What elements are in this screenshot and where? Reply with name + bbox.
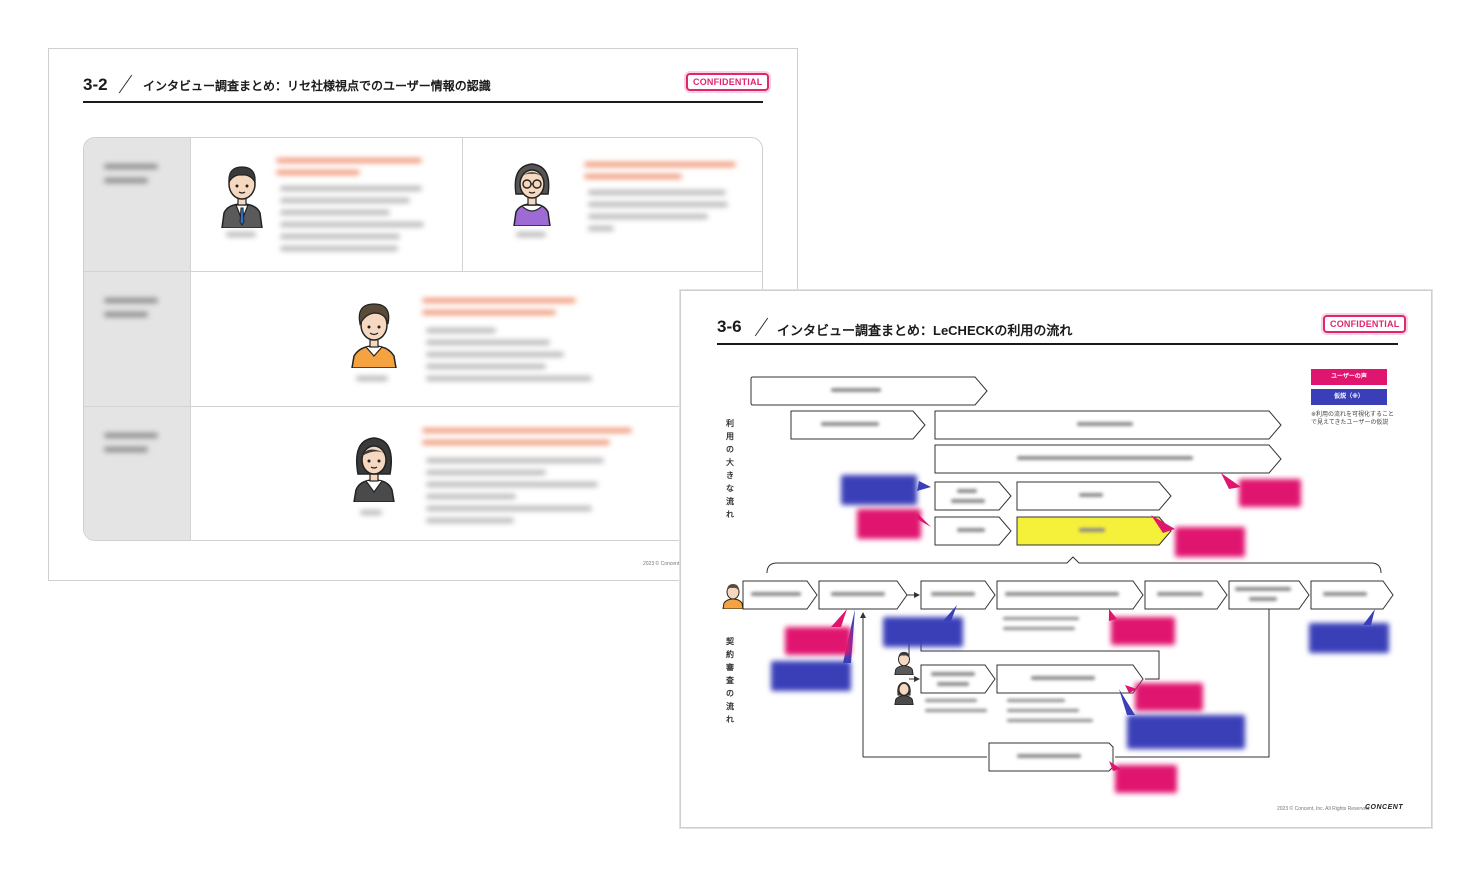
woman-avatar-icon xyxy=(353,437,395,502)
slide-3-6: 3-6 インタビュー調査まとめ：LeCHECKの利用の流れ CONFIDENTI… xyxy=(680,290,1432,828)
footer-copyright: 2023 © Concent, Inc. All Rights Reserved… xyxy=(1277,806,1371,812)
column-divider xyxy=(190,138,191,540)
hypothesis-callout xyxy=(883,617,963,647)
user-avatar-icon xyxy=(722,584,744,609)
title-separator xyxy=(118,74,133,94)
user-voice-callout xyxy=(785,627,851,655)
slide-title: インタビュー調査まとめ：リセ社様視点でのユーザー情報の認識 xyxy=(143,79,491,93)
businessman-small-icon xyxy=(894,651,914,675)
user-voice-callout xyxy=(857,509,921,539)
header-rule xyxy=(83,101,763,103)
slide-title: インタビュー調査まとめ：LeCHECKの利用の流れ xyxy=(777,323,1073,338)
businessman-avatar-icon xyxy=(221,166,263,228)
user-voice-callout xyxy=(1175,527,1245,557)
header-rule xyxy=(717,343,1398,345)
column-divider xyxy=(462,138,463,271)
hypothesis-callout xyxy=(771,661,851,691)
persona-table xyxy=(83,137,763,541)
legend-note: ※利用の流れを可視化することで見えてきたユーザーの仮説 xyxy=(1311,412,1395,426)
row-label-column xyxy=(84,138,190,540)
user-voice-callout xyxy=(1115,765,1177,793)
legend-hypothesis: 仮説（※） xyxy=(1311,389,1387,405)
user-voice-callout xyxy=(1111,617,1175,645)
young-man-avatar-icon xyxy=(351,303,397,368)
vertical-label-contract-review: 契約審査の流れ xyxy=(726,637,734,724)
woman-glasses-avatar-icon xyxy=(513,163,551,226)
legend-user-voice: ユーザーの声 xyxy=(1311,369,1387,385)
flow-step xyxy=(934,481,1012,511)
usage-flow-diagram xyxy=(742,376,1394,772)
row-divider xyxy=(84,406,762,407)
user-voice-callout xyxy=(1135,683,1203,711)
row-divider xyxy=(84,271,762,272)
slide-number: 3-2 xyxy=(83,75,108,94)
vertical-label-overall-flow: 利用の大きな流れ xyxy=(726,419,734,519)
confidential-badge: CONFIDENTIAL xyxy=(686,73,770,91)
confidential-badge: CONFIDENTIAL xyxy=(1323,315,1407,333)
hypothesis-callout xyxy=(1309,623,1389,653)
hypothesis-callout xyxy=(1127,715,1245,749)
footer-copyright: 2023 © Concent, I xyxy=(643,561,684,567)
hypothesis-callout xyxy=(841,475,917,505)
slide-3-2: 3-2 インタビュー調査まとめ：リセ社様視点でのユーザー情報の認識 CONFID… xyxy=(48,48,798,581)
concent-logo: CONCENT xyxy=(1365,804,1404,811)
user-voice-callout xyxy=(1239,479,1301,507)
slide-number: 3-6 xyxy=(717,317,742,336)
woman-small-icon xyxy=(894,681,914,705)
